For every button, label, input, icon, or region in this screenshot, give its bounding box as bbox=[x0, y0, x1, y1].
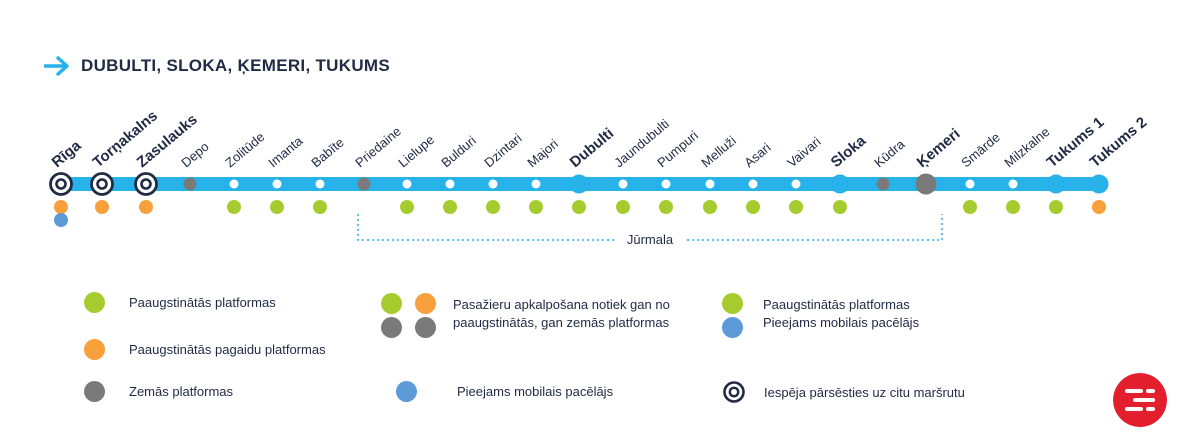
green-dot-icon bbox=[381, 293, 402, 314]
platform-dot bbox=[54, 200, 68, 214]
depot-node bbox=[183, 177, 197, 191]
station-node bbox=[400, 177, 414, 191]
platform-dot bbox=[139, 200, 153, 214]
blue-dot-icon bbox=[722, 317, 743, 338]
major-station-node bbox=[569, 174, 589, 194]
station-label: Zolitūde bbox=[222, 129, 267, 170]
legend-transfer: Iespēja pārsēsties uz citu maršrutu bbox=[723, 381, 965, 403]
blue-dot-icon bbox=[396, 381, 417, 402]
station-node bbox=[789, 177, 803, 191]
station-node bbox=[659, 177, 673, 191]
major-station-node bbox=[1046, 174, 1066, 194]
legend-mixed-line1: Pasažieru apkalpošana notiek gan no bbox=[453, 297, 670, 312]
transfer-node-inner bbox=[140, 178, 152, 190]
station-node bbox=[270, 177, 284, 191]
station-label: Priedaine bbox=[352, 123, 404, 170]
legend-lift-label: Pieejams mobilais pacēlājs bbox=[457, 384, 614, 399]
station-node bbox=[443, 177, 457, 191]
station-label: Melluži bbox=[698, 133, 739, 171]
legend-mixed-line2: paaugstinātās, gan zemās platformas bbox=[453, 315, 670, 330]
platform-dot bbox=[746, 200, 760, 214]
platform-dot bbox=[270, 200, 284, 214]
legend-high-platforms: Paaugstinātās platformas bbox=[84, 292, 276, 313]
legend-lift: Pieejams mobilais pacēlājs bbox=[396, 381, 613, 402]
station-label: Imanta bbox=[265, 133, 306, 171]
depot-node bbox=[876, 177, 890, 191]
station-label: Asari bbox=[741, 140, 773, 171]
station-label: Lielupe bbox=[395, 132, 437, 170]
orange-dot-icon bbox=[415, 293, 436, 314]
platform-dot bbox=[616, 200, 630, 214]
platform-dot bbox=[443, 200, 457, 214]
railway-logo-icon bbox=[1113, 373, 1167, 427]
legend-transfer-label: Iespēja pārsēsties uz citu maršrutu bbox=[764, 384, 965, 400]
transfer-icon bbox=[723, 381, 745, 403]
legend-high-train-platforms-label: Paaugstinātās pagaidu platformas bbox=[129, 342, 326, 357]
station-node bbox=[1006, 177, 1020, 191]
green-dot-icon bbox=[84, 292, 105, 313]
major-station-node bbox=[1089, 174, 1109, 194]
legend-high-with-lift-line1: Paaugstinātās platformas bbox=[763, 297, 910, 312]
platform-dot bbox=[1006, 200, 1020, 214]
platform-dot bbox=[54, 213, 68, 227]
station-node bbox=[529, 177, 543, 191]
station-label: Babīte bbox=[308, 135, 346, 171]
station-label: Milzkalne bbox=[1001, 124, 1052, 170]
green-dot-icon bbox=[722, 293, 743, 314]
transfer-node-inner bbox=[55, 178, 67, 190]
station-label: Dzintari bbox=[481, 130, 524, 170]
orange-dot-icon bbox=[84, 339, 105, 360]
station-label: Vaivari bbox=[784, 134, 823, 170]
zone-label: Jūrmala bbox=[627, 232, 674, 247]
station-node bbox=[227, 177, 241, 191]
platform-dot bbox=[227, 200, 241, 214]
station-node bbox=[616, 177, 630, 191]
route-header: DUBULTI, SLOKA, ĶEMERI, TUKUMS bbox=[44, 52, 390, 80]
station-label: Sloka bbox=[828, 132, 870, 171]
gray-dot-icon bbox=[381, 317, 402, 338]
station-label: Majori bbox=[524, 136, 561, 170]
platform-dot bbox=[703, 200, 717, 214]
station-label: Depo bbox=[178, 139, 211, 170]
platform-dot bbox=[486, 200, 500, 214]
platform-dot bbox=[529, 200, 543, 214]
platform-dot bbox=[572, 200, 586, 214]
legend-high-with-lift-line2: Pieejams mobilais pacēlājs bbox=[763, 315, 920, 330]
platform-dot bbox=[963, 200, 977, 214]
major-gray-node bbox=[915, 173, 937, 195]
platform-dot bbox=[1049, 200, 1063, 214]
gray-dot-icon bbox=[84, 381, 105, 402]
platform-dot bbox=[833, 200, 847, 214]
station-label: Dubulti bbox=[567, 125, 617, 171]
station-label: Bulduri bbox=[438, 133, 479, 171]
platform-dot bbox=[789, 200, 803, 214]
legend-low-platforms-label: Zemās platformas bbox=[129, 384, 234, 399]
station-label: Rīga bbox=[49, 137, 85, 171]
gray-dot-icon bbox=[415, 317, 436, 338]
transfer-node-inner bbox=[96, 178, 108, 190]
station-label: Kūdra bbox=[871, 136, 908, 170]
platform-dot bbox=[313, 200, 327, 214]
major-station-node bbox=[830, 174, 850, 194]
station-node bbox=[313, 177, 327, 191]
legend-low-platforms: Zemās platformas bbox=[84, 381, 233, 402]
zone-label-bg bbox=[616, 232, 684, 248]
route-title: DUBULTI, SLOKA, ĶEMERI, TUKUMS bbox=[81, 56, 391, 75]
platform-dot bbox=[659, 200, 673, 214]
station-node bbox=[486, 177, 500, 191]
station-label: Ķemeri bbox=[914, 125, 964, 171]
legend-high-platforms-label: Paaugstinātās platformas bbox=[129, 295, 276, 310]
platform-dot bbox=[95, 200, 109, 214]
station-node bbox=[703, 177, 717, 191]
station-node bbox=[963, 177, 977, 191]
arrow-right-icon bbox=[44, 56, 69, 76]
platform-dot bbox=[400, 200, 414, 214]
station-label: Smārde bbox=[958, 130, 1003, 171]
platform-dot bbox=[1092, 200, 1106, 214]
depot-node bbox=[357, 177, 371, 191]
station-node bbox=[746, 177, 760, 191]
legend-high-train-platforms: Paaugstinātās pagaidu platformas bbox=[84, 339, 326, 360]
